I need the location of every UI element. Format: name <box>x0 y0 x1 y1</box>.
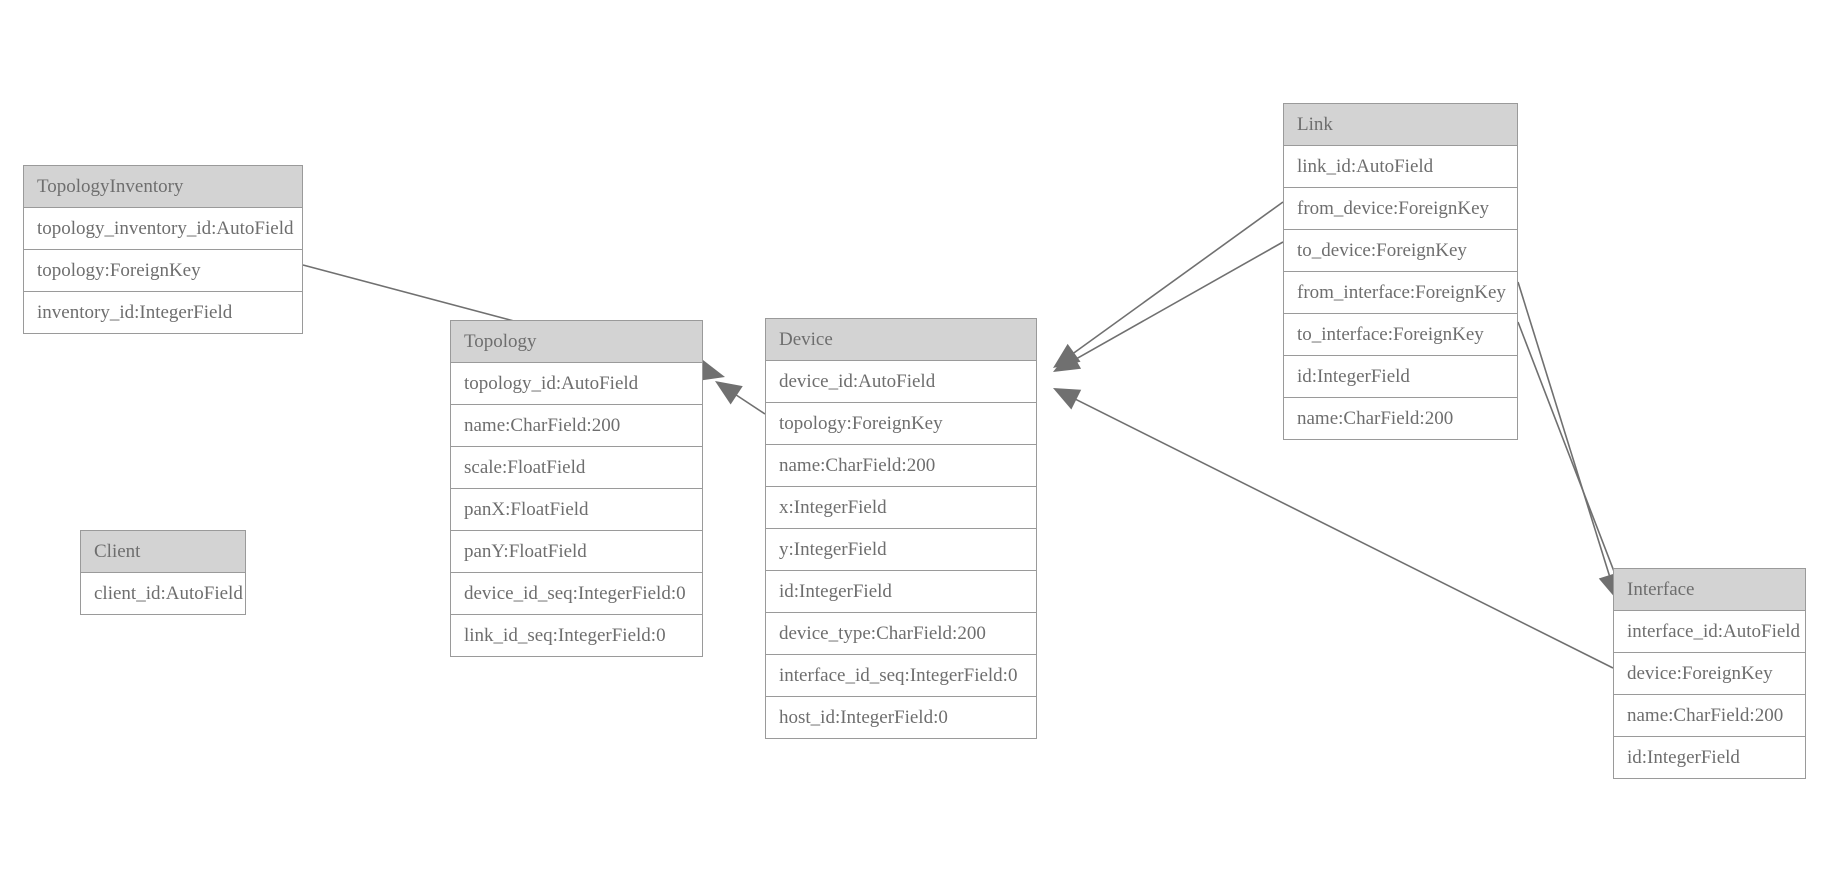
entity-field-row: id:IntegerField <box>1284 356 1517 398</box>
entity-title-topology: Topology <box>451 321 702 363</box>
entity-field-row: topology_id:AutoField <box>451 363 702 405</box>
relation-arrowhead-icon <box>1053 349 1082 372</box>
entity-field-row: link_id_seq:IntegerField:0 <box>451 615 702 656</box>
entity-field-row: id:IntegerField <box>1614 737 1805 778</box>
relation-line <box>1517 321 1618 580</box>
relation-device-topology <box>715 381 766 415</box>
relation-link-from_interface <box>1517 281 1620 600</box>
entity-field-row: name:CharField:200 <box>451 405 702 447</box>
entity-field-row: y:IntegerField <box>766 529 1036 571</box>
entity-field-row: topology:ForeignKey <box>24 250 302 292</box>
entity-field-row: device_id:AutoField <box>766 361 1036 403</box>
entity-field-row: inventory_id:IntegerField <box>24 292 302 333</box>
relation-link-to_device <box>1053 241 1284 372</box>
entity-title-link: Link <box>1284 104 1517 146</box>
entity-field-row: name:CharField:200 <box>1614 695 1805 737</box>
entity-field-row: name:CharField:200 <box>1284 398 1517 439</box>
relation-line <box>732 392 766 415</box>
entity-field-row: link_id:AutoField <box>1284 146 1517 188</box>
relation-line <box>1070 201 1284 356</box>
entity-field-row: device_id_seq:IntegerField:0 <box>451 573 702 615</box>
entity-field-row: client_id:AutoField <box>81 573 245 614</box>
entity-title-client: Client <box>81 531 245 573</box>
entity-field-row: panY:FloatField <box>451 531 702 573</box>
entity-field-row: id:IntegerField <box>766 571 1036 613</box>
entity-field-row: scale:FloatField <box>451 447 702 489</box>
entity-field-row: topology_inventory_id:AutoField <box>24 208 302 250</box>
entity-title-interface: Interface <box>1614 569 1805 611</box>
entity-field-row: device_type:CharField:200 <box>766 613 1036 655</box>
entity-field-row: host_id:IntegerField:0 <box>766 697 1036 738</box>
relation-line <box>1071 241 1284 362</box>
entity-field-row: x:IntegerField <box>766 487 1036 529</box>
entity-field-row: device:ForeignKey <box>1614 653 1805 695</box>
entity-title-topology_inventory: TopologyInventory <box>24 166 302 208</box>
entity-field-row: topology:ForeignKey <box>766 403 1036 445</box>
entity-field-row: name:CharField:200 <box>766 445 1036 487</box>
entity-field-row: panX:FloatField <box>451 489 702 531</box>
relation-link-to_interface <box>1517 321 1626 600</box>
entity-title-device: Device <box>766 319 1036 361</box>
entity-field-row: to_device:ForeignKey <box>1284 230 1517 272</box>
entity-field-row: from_device:ForeignKey <box>1284 188 1517 230</box>
relation-link-from_device <box>1053 201 1284 368</box>
entity-field-row: interface_id:AutoField <box>1614 611 1805 653</box>
entity-field-row: interface_id_seq:IntegerField:0 <box>766 655 1036 697</box>
relation-line <box>1517 281 1612 580</box>
relation-arrowhead-icon <box>1053 343 1081 368</box>
relation-arrowhead-icon <box>715 381 743 405</box>
entity-field-row: to_interface:ForeignKey <box>1284 314 1517 356</box>
relation-arrowhead-icon <box>1053 388 1082 410</box>
entity-field-row: from_interface:ForeignKey <box>1284 272 1517 314</box>
